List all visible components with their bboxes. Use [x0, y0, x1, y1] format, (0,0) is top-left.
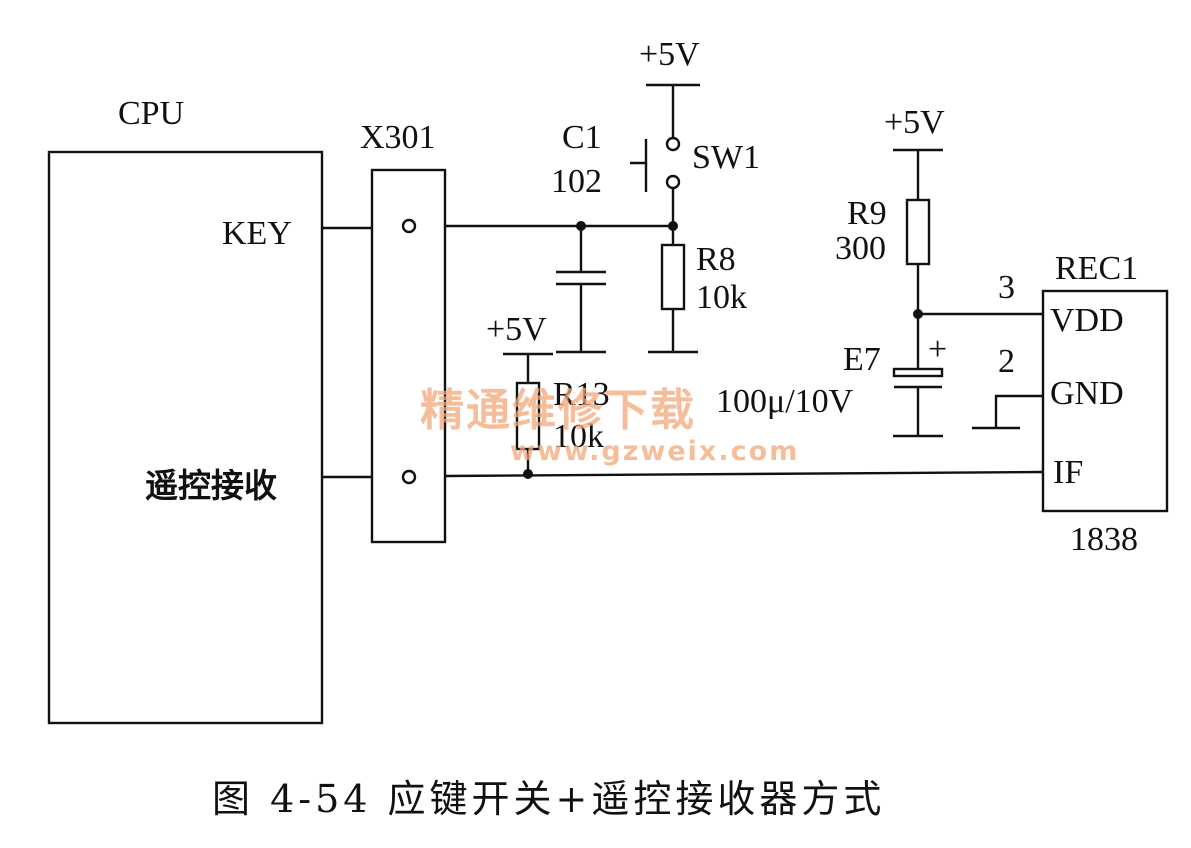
- cpu-pin-key: KEY: [222, 215, 292, 252]
- c1-value: 102: [551, 163, 602, 200]
- e7-polarity: +: [928, 331, 947, 368]
- rec1-pin2: 2: [998, 343, 1015, 380]
- e7-name: E7: [843, 341, 881, 378]
- r13-value: 10k: [553, 418, 604, 455]
- cpu-label: CPU: [118, 95, 184, 132]
- r9-body: [905, 198, 931, 266]
- r8-value: 10k: [696, 279, 747, 316]
- e7-value: 100μ/10V: [716, 383, 854, 420]
- rec1-pin-if: IF: [1053, 454, 1083, 491]
- connector-x301: [370, 168, 447, 544]
- rec1-pin-gnd: GND: [1050, 375, 1124, 412]
- connector-pin-2: [401, 469, 417, 485]
- sw1-actuator: [630, 139, 648, 165]
- rec1-part: 1838: [1070, 521, 1138, 558]
- r8-name: R8: [696, 241, 736, 278]
- r13-name: R13: [553, 376, 610, 413]
- rec1-block: [1041, 289, 1169, 513]
- wire-if-net: [444, 470, 1044, 478]
- sw1-name: SW1: [692, 139, 760, 176]
- e7-plate-positive: [892, 367, 944, 378]
- cpu-pin-remote: 遥控接收: [145, 466, 277, 505]
- r8-body: [660, 243, 686, 311]
- junction-r13: [523, 469, 533, 479]
- cpu-block: [47, 150, 324, 725]
- watermark-cn: 精通维修下载: [420, 385, 696, 436]
- c1-name: C1: [562, 119, 602, 156]
- sw1-supply-label: +5V: [639, 36, 700, 73]
- r13-supply-label: +5V: [486, 311, 547, 348]
- connector-pin-1: [401, 218, 417, 234]
- sw1-contact-top: [665, 136, 681, 152]
- r9-value: 300: [835, 230, 886, 267]
- rec1-pin3: 3: [998, 269, 1015, 306]
- connector-label: X301: [360, 119, 436, 156]
- watermark-url: www.gzweix.com: [510, 436, 799, 467]
- r9-supply-label: +5V: [884, 104, 945, 141]
- r9-name: R9: [847, 195, 887, 232]
- sw1-contact-bottom: [665, 174, 681, 190]
- figure-caption: 图 4-54 应键开关+遥控接收器方式: [212, 777, 885, 821]
- rec1-pin-vdd: VDD: [1050, 302, 1124, 339]
- rec1-name: REC1: [1055, 250, 1138, 287]
- wire-gnd: [994, 394, 1043, 428]
